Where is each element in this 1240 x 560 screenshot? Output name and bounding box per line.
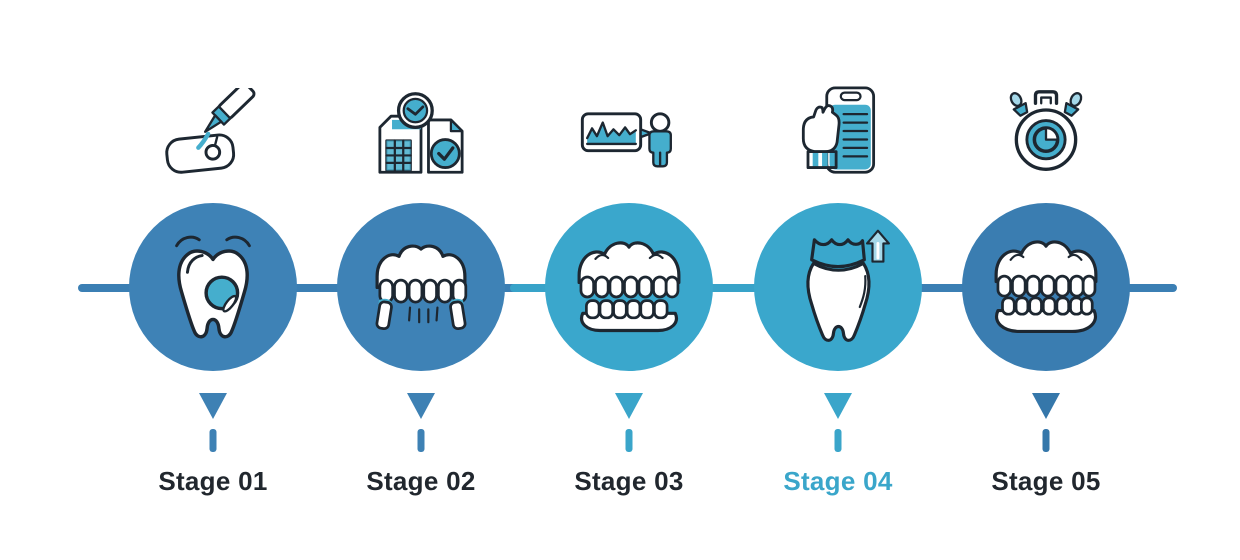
stopwatch-knob-right-shape bbox=[1063, 92, 1083, 117]
eyebrow-left-shape bbox=[175, 235, 201, 248]
marker-dash bbox=[209, 429, 217, 452]
dental-clinic-schedule-icon bbox=[337, 80, 505, 176]
marker-triangle bbox=[199, 393, 227, 419]
marker-dash bbox=[417, 429, 425, 452]
stage-circle bbox=[754, 203, 922, 371]
full-dentures-illustration bbox=[577, 241, 681, 333]
stage-column-5: Stage 05 bbox=[962, 0, 1130, 560]
marker-triangle bbox=[615, 393, 643, 419]
eyebrow-right-shape bbox=[225, 235, 251, 248]
crown-fitting-illustration bbox=[806, 229, 890, 342]
clock-check-shape bbox=[429, 138, 461, 169]
prepared-tooth-shape bbox=[806, 261, 871, 342]
marker-dash bbox=[834, 429, 842, 452]
clasp-left-shape bbox=[375, 300, 393, 331]
partial-denture-illustration bbox=[375, 244, 468, 331]
stage-label: Stage 02 bbox=[366, 466, 476, 496]
stage-column-1: Stage 01 bbox=[129, 0, 297, 560]
gauze-pad-shape bbox=[165, 133, 236, 174]
stage-circle bbox=[962, 203, 1130, 371]
full-dentures-final-illustration bbox=[994, 240, 1098, 334]
stage-column-2: Stage 02 bbox=[337, 0, 505, 560]
patient-body-shape bbox=[648, 130, 672, 168]
hand-checklist-icon bbox=[754, 80, 922, 176]
stage-circle bbox=[545, 203, 713, 371]
upper-gum-shape bbox=[994, 240, 1098, 284]
marker-triangle bbox=[407, 393, 435, 419]
hand-shape bbox=[801, 104, 841, 154]
marker-dash bbox=[625, 429, 633, 452]
marker-triangle bbox=[1032, 393, 1060, 419]
crown-cap-shape bbox=[810, 238, 866, 269]
timeline-segment-cyan bbox=[703, 284, 761, 292]
pin-lines-shape bbox=[408, 306, 439, 324]
drill-handpiece-shape bbox=[203, 88, 256, 133]
wrist-cuff-shape bbox=[806, 150, 838, 169]
tooth-cavity-illustration bbox=[175, 235, 251, 339]
stage-circle bbox=[337, 203, 505, 371]
stage-column-3: Stage 03 bbox=[545, 0, 713, 560]
waveform-shape bbox=[586, 121, 637, 140]
stopwatch-icon bbox=[962, 80, 1130, 176]
dental-probe-shape bbox=[222, 294, 238, 313]
stage-label: Stage 05 bbox=[991, 466, 1101, 496]
stage-label: Stage 04 bbox=[783, 466, 893, 496]
dental-chart-patient-icon bbox=[545, 80, 713, 176]
dental-drill-gauze-icon bbox=[129, 80, 297, 176]
stage-label: Stage 03 bbox=[574, 466, 684, 496]
stopwatch-knob-left-shape bbox=[1009, 92, 1029, 117]
stage-circle bbox=[129, 203, 297, 371]
stopwatch-handle-shape bbox=[1033, 90, 1059, 105]
up-arrow-shape bbox=[865, 229, 890, 263]
marker-triangle bbox=[824, 393, 852, 419]
gum-arch-shape bbox=[375, 244, 467, 290]
pointer-arrow-shape bbox=[639, 128, 653, 139]
stage-column-4: Stage 04 bbox=[754, 0, 922, 560]
spray-stream-shape bbox=[196, 131, 211, 150]
stage-label: Stage 01 bbox=[158, 466, 268, 496]
upper-gum-shape bbox=[577, 241, 681, 285]
marker-dash bbox=[1042, 429, 1050, 452]
patient-head-shape bbox=[649, 112, 671, 133]
pie-dial-shape bbox=[1033, 127, 1059, 152]
timeline-segment-cyan bbox=[510, 284, 558, 292]
lower-gum-shape bbox=[995, 308, 1097, 334]
clasp-right-shape bbox=[449, 300, 467, 331]
